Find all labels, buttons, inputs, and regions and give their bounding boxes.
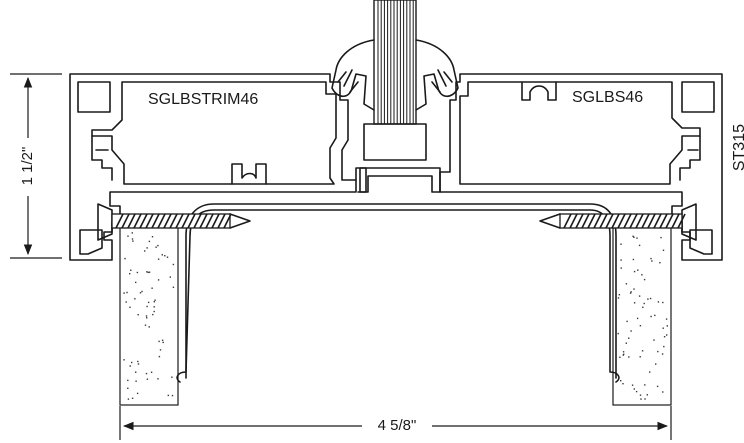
width-dimension: 4 5/8" [119,406,672,440]
height-dimension: 1 1/2" [10,73,62,259]
concrete-texture [123,232,175,400]
right-screw [539,203,697,241]
sheet-metal-cap [176,203,620,383]
concrete-texture [617,235,668,400]
left-gasket [331,39,375,111]
glass-panel-strip [373,0,417,125]
right-trim-label: SGLBS46 [572,89,643,106]
left-wall-substrate [119,224,179,406]
right-trim-extrusion [439,73,723,261]
height-dimension-text: 1 1/2" [19,147,36,186]
side-code-label: ST315 [731,124,744,171]
center-connector [359,123,441,193]
width-dimension-text: 4 5/8" [378,417,417,434]
left-trim-label: SGLBSTRIM46 [148,91,258,108]
right-wall-substrate [612,224,672,406]
left-screw [97,203,251,241]
